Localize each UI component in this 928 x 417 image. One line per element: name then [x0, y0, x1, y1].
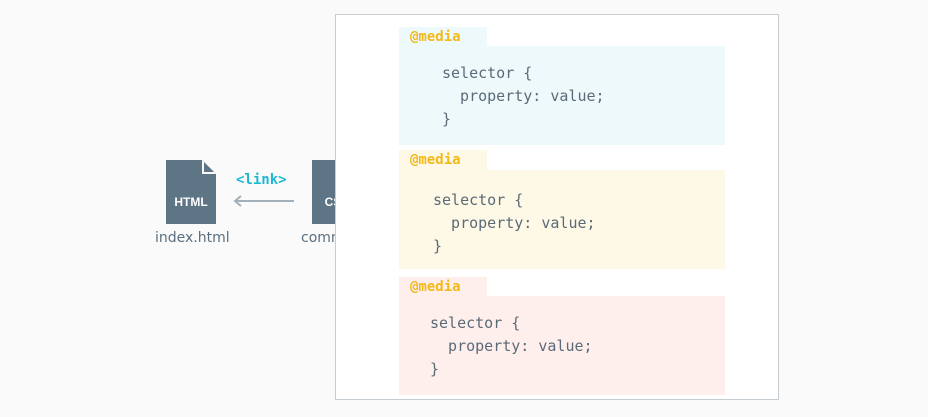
media-tab-1: @media: [399, 27, 487, 47]
media-block-3: selector { property: value; }: [399, 296, 725, 395]
html-file-name: index.html: [155, 230, 230, 246]
media-block-3-selector: selector {: [430, 314, 521, 332]
link-label: <link>: [236, 172, 287, 188]
media-block-3-close: }: [430, 360, 440, 378]
media-block-1-selector: selector {: [442, 64, 533, 82]
media-tab-2: @media: [399, 150, 487, 170]
html-file: HTML index.html: [155, 160, 230, 246]
media-block-1-close: }: [442, 110, 452, 128]
media-block-1-declaration: property: value;: [442, 87, 605, 105]
media-block-2: selector { property: value; }: [399, 170, 725, 269]
media-block-2-declaration: property: value;: [433, 214, 596, 232]
media-block-2-selector: selector {: [433, 191, 524, 209]
html-file-icon: HTML: [166, 160, 216, 224]
link-arrow-icon: [233, 195, 294, 207]
media-block-3-declaration: property: value;: [430, 337, 593, 355]
media-block-2-close: }: [433, 237, 443, 255]
media-block-1: selector { property: value; }: [399, 46, 725, 145]
media-tab-3: @media: [399, 277, 487, 297]
html-file-icon-label: HTML: [174, 195, 207, 209]
css-content-panel: @media selector { property: value; } @me…: [335, 14, 779, 400]
